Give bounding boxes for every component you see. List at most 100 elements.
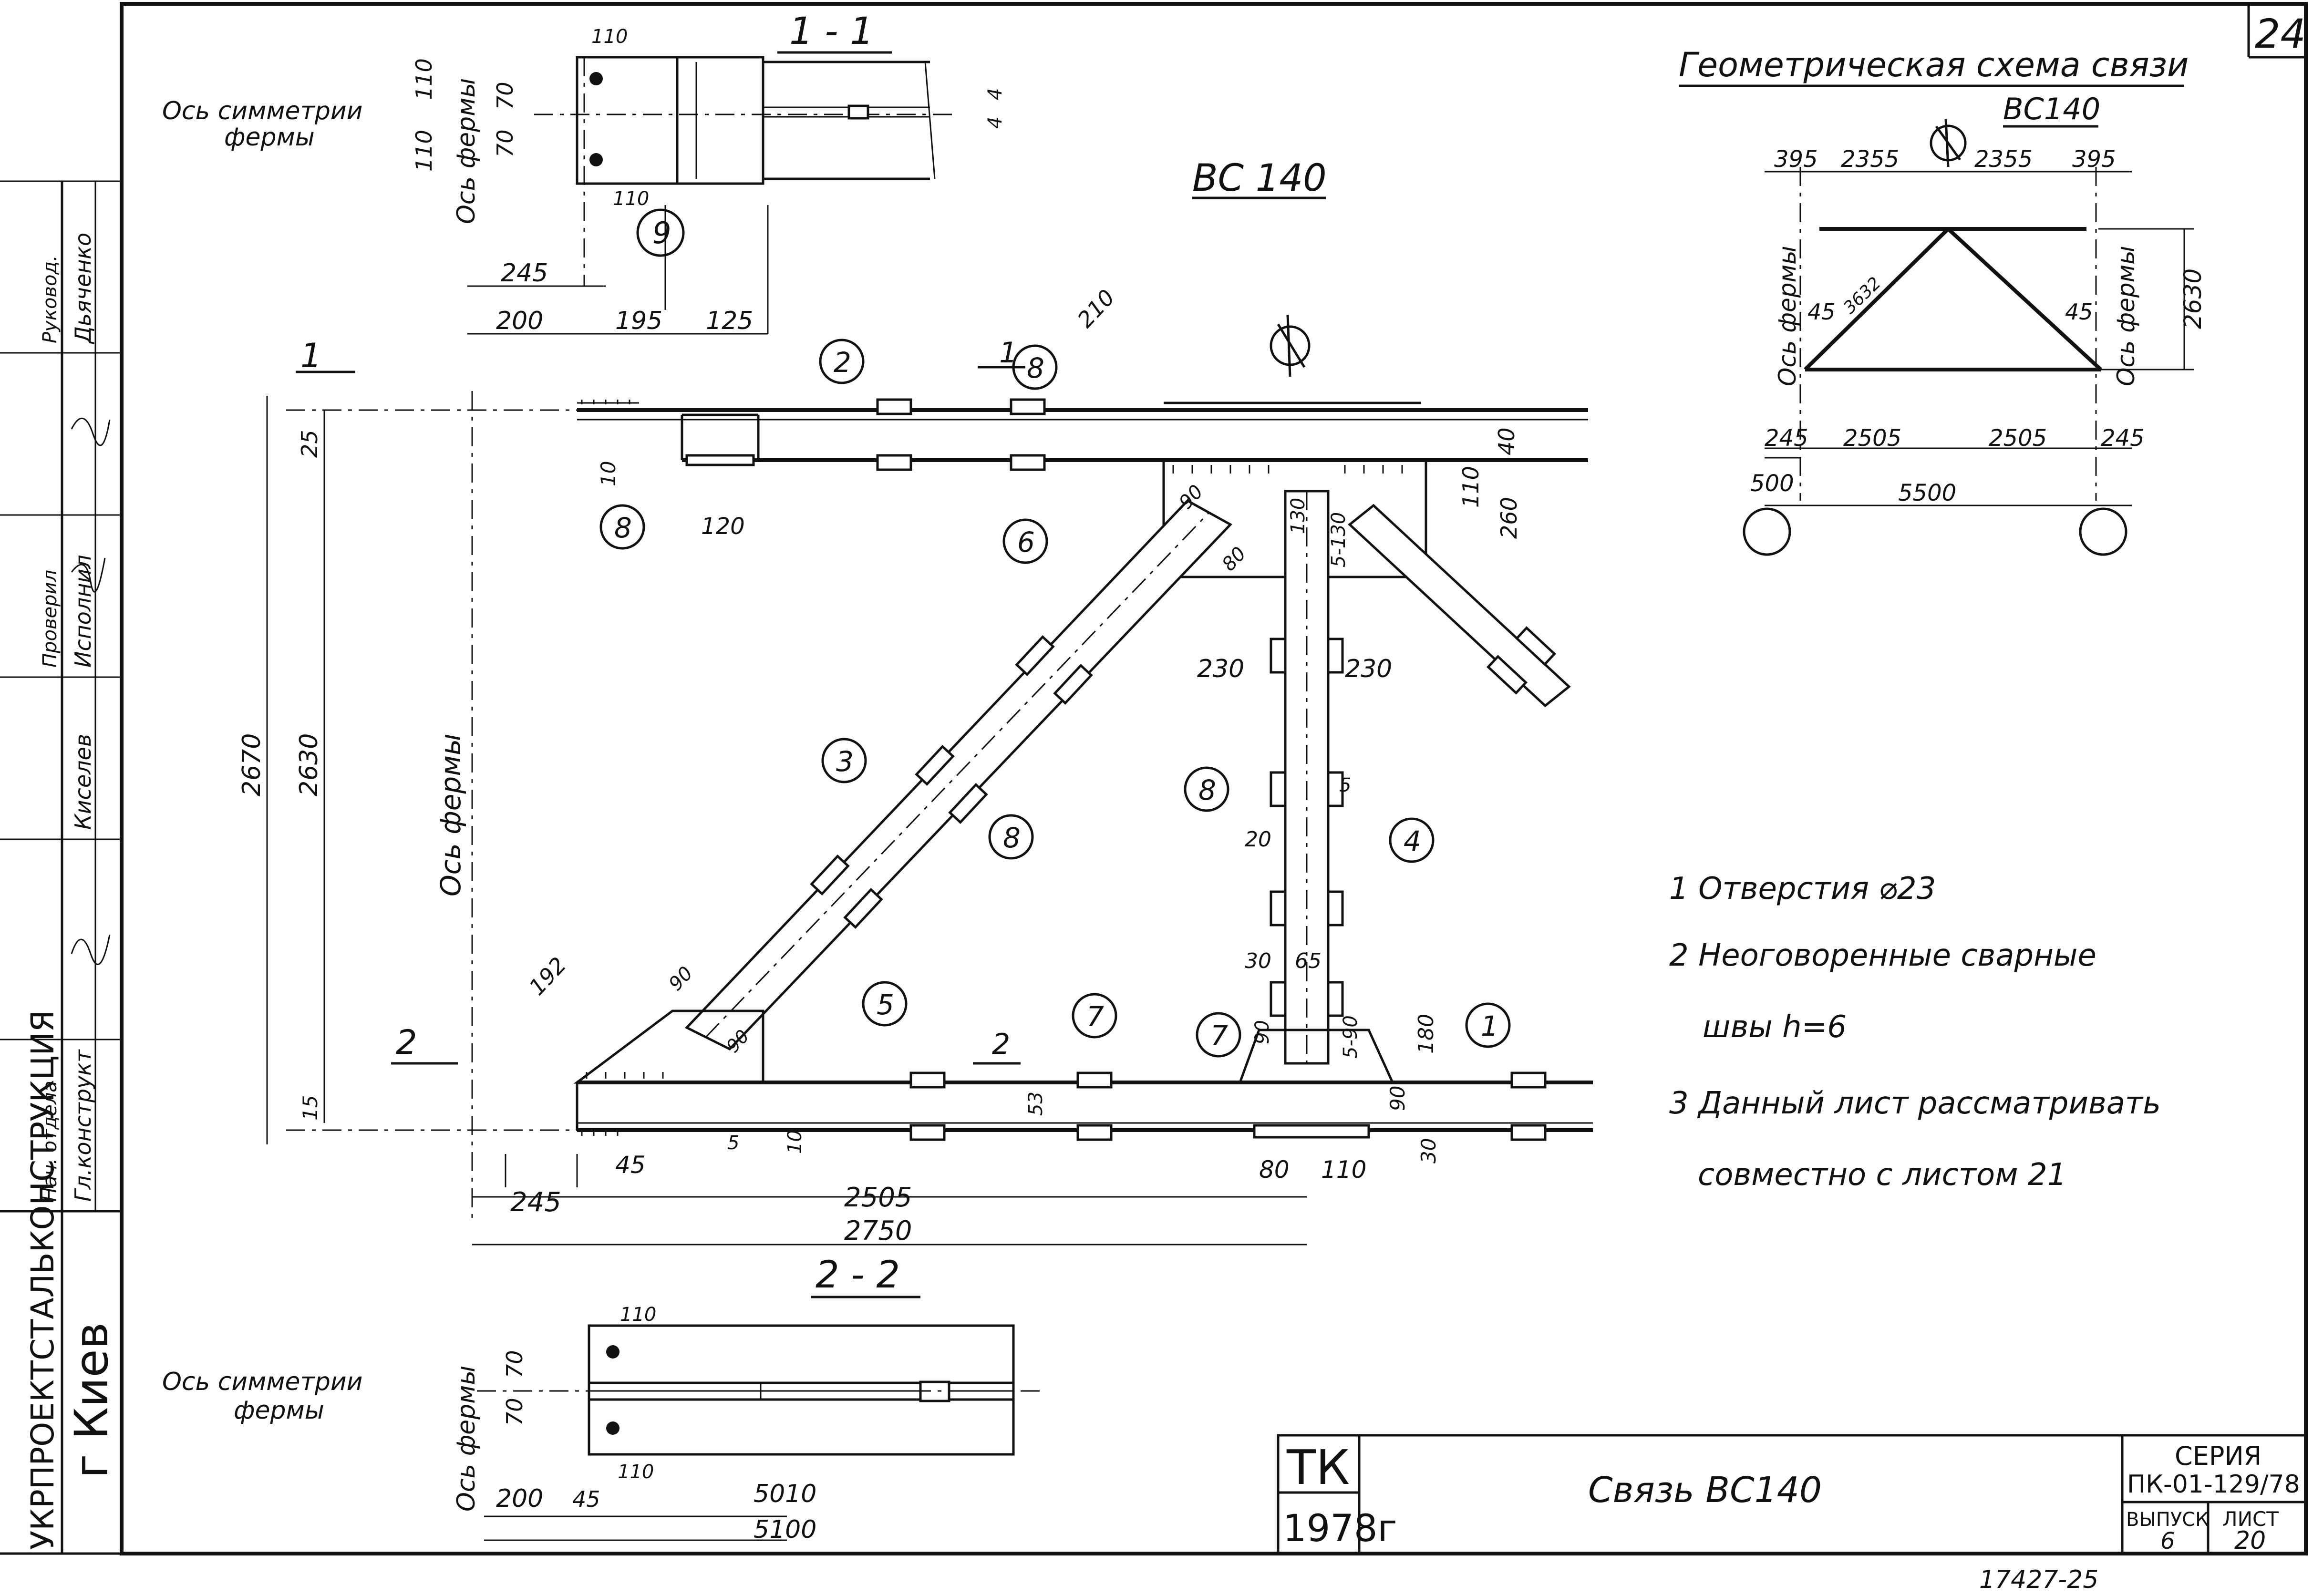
dim-5-b: 5 <box>1339 774 1351 796</box>
dim-245-bottom: 245 <box>510 1187 561 1218</box>
dim-192: 192 <box>524 952 571 1000</box>
section-1-dim-70-b: 70 <box>492 129 518 157</box>
part-7-label: 7 <box>1210 1019 1228 1052</box>
dim-15: 15 <box>299 1095 322 1121</box>
section-1-dim-245: 245 <box>501 259 548 288</box>
section-2-dim-200: 200 <box>496 1484 543 1513</box>
section-2-axis-vertical: Ось фермы <box>452 1366 481 1512</box>
dim-45: 45 <box>615 1151 646 1179</box>
dim-260: 260 <box>1496 497 1522 539</box>
part-4-bubble <box>1389 817 1435 863</box>
dim-210: 210 <box>1073 284 1120 332</box>
section-2-dim-5100: 5100 <box>754 1515 816 1544</box>
sheet-frame <box>0 2 2308 1555</box>
title-block <box>1277 1434 2307 1555</box>
dim-2750-bottom: 2750 <box>844 1215 912 1246</box>
main-view-title: ВС 140 <box>1192 157 1327 200</box>
axis-label-main: Ось фермы <box>434 733 467 896</box>
part-8-bubble-diag <box>988 814 1034 860</box>
issue-number: 6 <box>2160 1528 2175 1555</box>
part-1-label: 1 <box>1481 1010 1498 1042</box>
dim-180: 180 <box>1414 1014 1438 1054</box>
section-1-axis-label: Ось симметрии <box>162 97 362 125</box>
issue-label: ВЫПУСК <box>2126 1509 2209 1531</box>
section-1-dim-125: 125 <box>706 307 753 335</box>
stamp-role-5: Руковод. <box>39 255 61 343</box>
part-8-bubble-top <box>1012 344 1058 390</box>
dim-90-right: 90 <box>1386 1086 1409 1111</box>
part-3-bubble <box>821 738 867 783</box>
part-5-label: 5 <box>877 988 894 1021</box>
stamp-name-2: Дьяченко <box>70 233 96 344</box>
part-6-label: 6 <box>1017 526 1035 558</box>
geometry-dim-2630: 2630 <box>2179 268 2207 329</box>
section-1-dim-200: 200 <box>496 307 543 335</box>
section-mark-2-right: 2 <box>992 1028 1010 1061</box>
section-mark-2-left: 2 <box>396 1023 417 1062</box>
drawing-title: Связь ВС140 <box>1588 1470 1822 1511</box>
series-code: ПК-01-129/78 <box>2127 1470 2300 1499</box>
series-label: СЕРИЯ <box>2175 1441 2261 1471</box>
dim-10-bottom: 10 <box>784 1130 806 1154</box>
note-2: 2 Неоговоренные сварные <box>1669 938 2096 973</box>
geometry-title: Геометрическая схема связи <box>1679 45 2189 84</box>
geometry-dim-245-left: 245 <box>1765 425 1808 452</box>
dim-2630: 2630 <box>295 733 323 796</box>
geometry-subtitle: ВС140 <box>2003 92 2100 126</box>
geometry-dim-395-left: 395 <box>1774 146 1818 173</box>
section-2-dim-110-bottom: 110 <box>618 1461 654 1483</box>
dim-2505-bottom: 2505 <box>844 1182 912 1213</box>
section-1-dim-110-left-top: 110 <box>411 58 437 100</box>
section-1-axis-vertical: Ось фермы <box>452 78 481 224</box>
part-8-label-bottom: 7 <box>1086 1000 1104 1033</box>
dim-80-bottom: 80 <box>1259 1156 1290 1184</box>
section-2-axis-label-2: фермы <box>234 1396 324 1425</box>
part-9-bubble <box>636 208 685 257</box>
note-2b: швы h=6 <box>1703 1009 1847 1045</box>
stamp-role-4: Проверил <box>39 570 61 668</box>
dim-5-a: 5 <box>727 1132 739 1154</box>
part-2-bubble <box>819 339 865 384</box>
part-8-label-post: 8 <box>1198 774 1216 806</box>
title-logo: ТК <box>1286 1440 1350 1495</box>
section-2-dim-70-a: 70 <box>502 1350 527 1378</box>
section-mark-1-left: 1 <box>300 336 322 375</box>
section-2-dim-70-b: 70 <box>502 1398 527 1426</box>
dim-5-130: 5-130 <box>1328 512 1350 567</box>
section-2-axis-label: Ось симметрии <box>162 1368 362 1396</box>
stamp-city: г Киев <box>65 1322 118 1478</box>
section-1-dim-4-b: 4 <box>984 117 1006 129</box>
stamp-role-2: Нач. отдела <box>39 1081 61 1202</box>
note-3b: совместно с листом 21 <box>1698 1157 2066 1193</box>
dim-2670: 2670 <box>237 733 266 796</box>
dim-30-a: 30 <box>1245 949 1271 973</box>
part-8-label-diag: 8 <box>1003 822 1021 854</box>
section-2-dim-45: 45 <box>572 1486 600 1512</box>
dim-40: 40 <box>1494 427 1519 455</box>
geometry-scheme <box>1743 119 2194 556</box>
stamp-signatures <box>71 418 111 965</box>
title-year: 1978г <box>1283 1507 1397 1550</box>
dim-120: 120 <box>701 513 745 540</box>
dim-80-gusset: 80 <box>1218 543 1250 576</box>
geometry-dim-5500: 5500 <box>1898 480 1956 506</box>
geometry-dim-395-right: 395 <box>2072 146 2116 173</box>
part-2-label: 2 <box>834 346 851 379</box>
geometry-dim-245-right: 245 <box>2101 425 2145 452</box>
stamp-number: 17427-25 <box>1979 1565 2098 1594</box>
geometry-angle-right: 45 <box>2065 299 2093 325</box>
dim-20: 20 <box>1245 827 1271 852</box>
stamp-role-3: Исполнил <box>70 555 96 668</box>
dim-53: 53 <box>1025 1091 1047 1116</box>
main-view <box>266 314 1593 1246</box>
dim-30-b: 30 <box>1417 1138 1440 1164</box>
section-1-dim-70-a: 70 <box>492 82 518 110</box>
part-8-bubble-post <box>1184 766 1229 812</box>
part-1-bubble <box>1465 1002 1511 1048</box>
part-6-bubble <box>1002 518 1048 564</box>
dim-230-left: 230 <box>1197 655 1244 683</box>
part-7-bubble <box>1196 1012 1241 1058</box>
section-1-dim-110-top: 110 <box>591 26 628 48</box>
note-1: 1 Отверстия ⌀23 <box>1669 871 1936 906</box>
